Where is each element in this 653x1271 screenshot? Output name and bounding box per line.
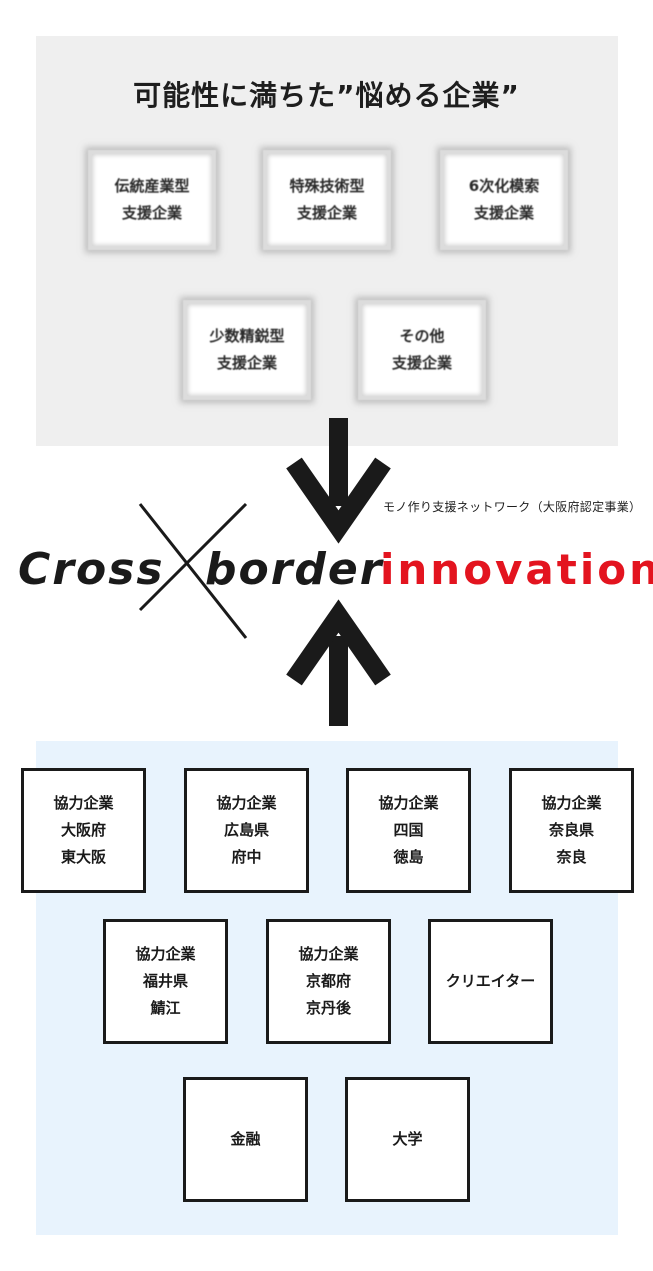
partner-box-higashiosaka: 協力企業 大阪府 東大阪 — [21, 768, 146, 893]
partner-box-university: 大学 — [345, 1077, 470, 1202]
partner-line: 福井県 — [142, 972, 188, 990]
company-type-special-technology: 特殊技術型 支援企業 — [263, 150, 391, 250]
partner-line: 協力企業 — [135, 945, 196, 963]
partner-line: 奈良 — [556, 848, 587, 866]
company-type-line2: 支援企業 — [296, 204, 357, 222]
partner-box-fuchu: 協力企業 広島県 府中 — [184, 768, 309, 893]
partner-line: 協力企業 — [378, 794, 439, 812]
company-type-line1: その他 — [399, 327, 445, 345]
partner-line: 徳島 — [393, 848, 424, 866]
company-type-traditional-industry: 伝統産業型 支援企業 — [88, 150, 216, 250]
partner-line: 奈良県 — [548, 821, 594, 839]
partner-line: 京都府 — [305, 972, 351, 990]
partner-line: 京丹後 — [305, 999, 351, 1017]
partner-box-finance: 金融 — [183, 1077, 308, 1202]
company-type-line2: 支援企業 — [216, 354, 277, 372]
headline-word-cross: Cross — [18, 544, 165, 595]
company-type-sixth-industry: 6次化模索 支援企業 — [440, 150, 568, 250]
partner-line: 協力企業 — [298, 945, 359, 963]
partner-box-nara: 協力企業 奈良県 奈良 — [509, 768, 634, 893]
company-type-small-elite: 少数精鋭型 支援企業 — [183, 300, 311, 400]
partner-line: 大阪府 — [60, 821, 106, 839]
partner-line: 府中 — [231, 848, 262, 866]
partner-line: 鯖江 — [150, 999, 181, 1017]
partner-line: 東大阪 — [60, 848, 106, 866]
company-type-line1: 少数精鋭型 — [209, 327, 285, 345]
partner-box-tokushima: 協力企業 四国 徳島 — [346, 768, 471, 893]
partner-line: 協力企業 — [216, 794, 277, 812]
headline-word-innovation: innovation — [380, 545, 653, 594]
network-label: モノ作り支援ネットワーク（大阪府認定事業） — [383, 500, 642, 514]
company-type-line1: 6次化模索 — [468, 177, 540, 195]
partner-box-sabae: 協力企業 福井県 鯖江 — [103, 919, 228, 1044]
partner-line: 金融 — [230, 1130, 261, 1148]
up-arrow-icon — [286, 599, 391, 726]
company-type-line2: 支援企業 — [121, 204, 182, 222]
partner-box-creator: クリエイター — [428, 919, 553, 1044]
company-type-line2: 支援企業 — [473, 204, 534, 222]
partner-box-kyotango: 協力企業 京都府 京丹後 — [266, 919, 391, 1044]
company-type-line1: 特殊技術型 — [289, 177, 365, 195]
partner-line: 協力企業 — [53, 794, 114, 812]
partner-line: 協力企業 — [541, 794, 602, 812]
partner-line: 大学 — [392, 1130, 423, 1148]
troubled-companies-title: 可能性に満ちた”悩める企業” — [133, 79, 520, 112]
partner-line: 広島県 — [223, 821, 269, 839]
headline-word-border: border — [205, 544, 384, 595]
company-type-line2: 支援企業 — [391, 354, 452, 372]
partner-line: 四国 — [393, 821, 424, 839]
company-type-other: その他 支援企業 — [358, 300, 486, 400]
partner-line: クリエイター — [445, 972, 536, 990]
company-type-line1: 伝統産業型 — [114, 177, 190, 195]
